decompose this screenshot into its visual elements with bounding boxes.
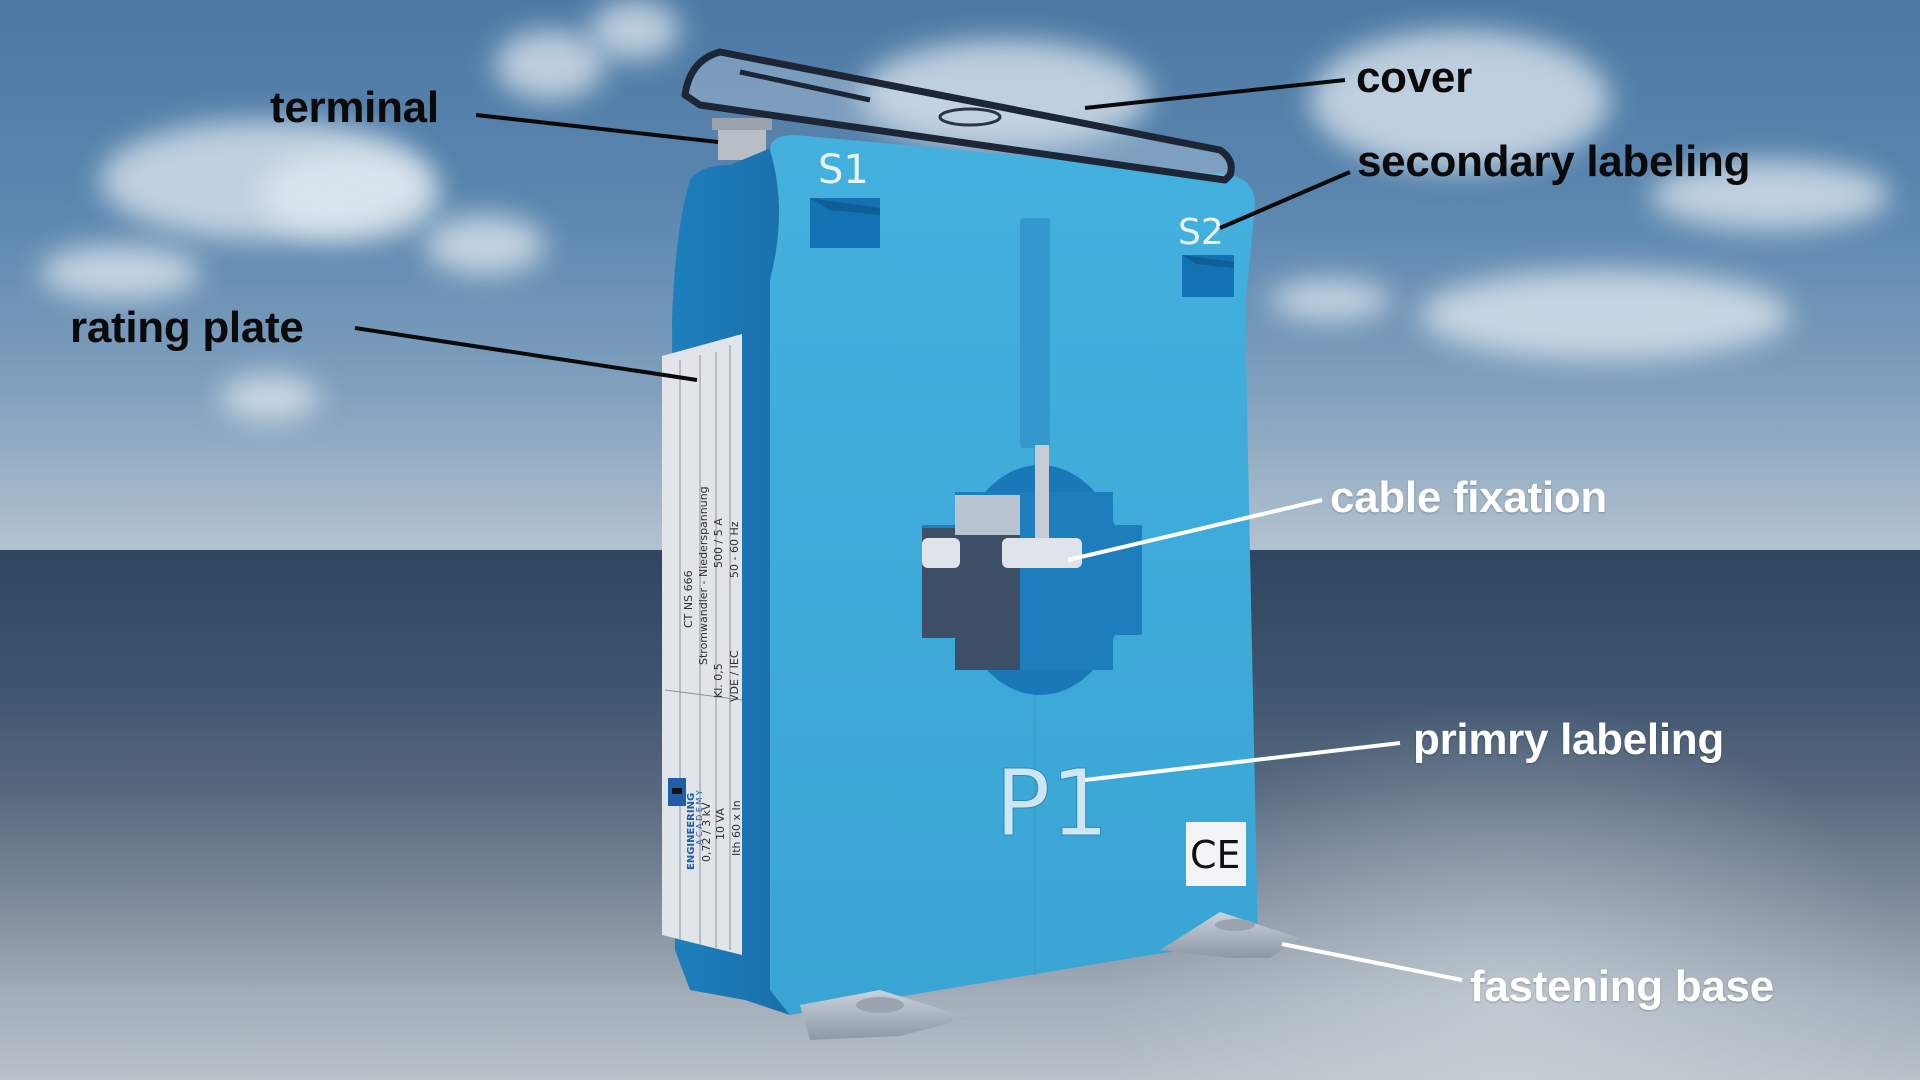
- label-cover: cover: [1356, 53, 1472, 102]
- label-fastening-base: fastening base: [1470, 962, 1774, 1011]
- cloud: [1310, 30, 1610, 170]
- label-rating-plate: rating plate: [70, 303, 304, 352]
- cloud: [425, 215, 545, 275]
- plate-brand: ENGINEERING: [686, 793, 697, 870]
- screw-channel: [1020, 218, 1050, 448]
- cloud: [495, 30, 605, 100]
- terminal-window-s1: [810, 198, 880, 248]
- label-cable-fixation: cable fixation: [1330, 473, 1607, 522]
- leader-rating-plate: [354, 326, 698, 382]
- plate-accuracy-class: Kl. 0,5: [712, 663, 725, 698]
- cloud: [1650, 160, 1890, 230]
- cloud: [590, 0, 680, 60]
- label-terminal: terminal: [270, 83, 439, 132]
- cover: [681, 48, 1235, 184]
- cable-fixation: [922, 445, 1082, 568]
- marking-p1: P1: [995, 750, 1109, 857]
- leader-fastening-base: [1281, 942, 1463, 982]
- plate-voltage: 0,72 / 3 kV: [700, 802, 713, 862]
- leader-secondary-labeling: [1219, 170, 1351, 230]
- primary-aperture: [922, 465, 1142, 695]
- cloud: [220, 375, 320, 420]
- plate-brand-sub: A C A D E M Y: [695, 790, 704, 845]
- cloud: [260, 150, 440, 240]
- plate-frequency: 50 - 60 Hz: [728, 521, 741, 578]
- terminal-window-s2: [1182, 255, 1234, 297]
- marking-s2: S2: [1178, 212, 1224, 253]
- label-primary-labeling: primry labeling: [1413, 715, 1724, 764]
- leader-cable-fixation: [1067, 498, 1323, 562]
- cloud: [1270, 280, 1390, 320]
- leader-lines: [354, 78, 1463, 982]
- plate-description: Stromwandler - Niederspannung: [697, 486, 710, 665]
- marking-s1: S1: [818, 147, 869, 193]
- fastening-base-left: [800, 990, 970, 1040]
- leader-cover: [1084, 78, 1346, 110]
- brand-logo-icon: [668, 778, 686, 806]
- cloud: [40, 245, 200, 300]
- plate-model: CT NS 666: [682, 570, 695, 628]
- leader-terminal: [475, 113, 719, 144]
- ce-mark: CE: [1186, 822, 1246, 886]
- leader-primary-labeling: [1084, 741, 1401, 782]
- cloud: [1420, 270, 1790, 360]
- label-secondary-labeling: secondary labeling: [1357, 137, 1751, 186]
- plate-ratio: 500 / 5 A: [712, 518, 725, 568]
- ce-mark-text: CE: [1190, 833, 1241, 877]
- rating-plate: CT NS 666 Stromwandler - Niederspannung …: [662, 334, 743, 955]
- plate-burden: 10 VA: [714, 808, 727, 840]
- fastening-base-right: [1160, 912, 1300, 958]
- plate-thermal: Ith 60 x In: [730, 800, 743, 856]
- plate-standard: VDE / IEC: [728, 650, 741, 702]
